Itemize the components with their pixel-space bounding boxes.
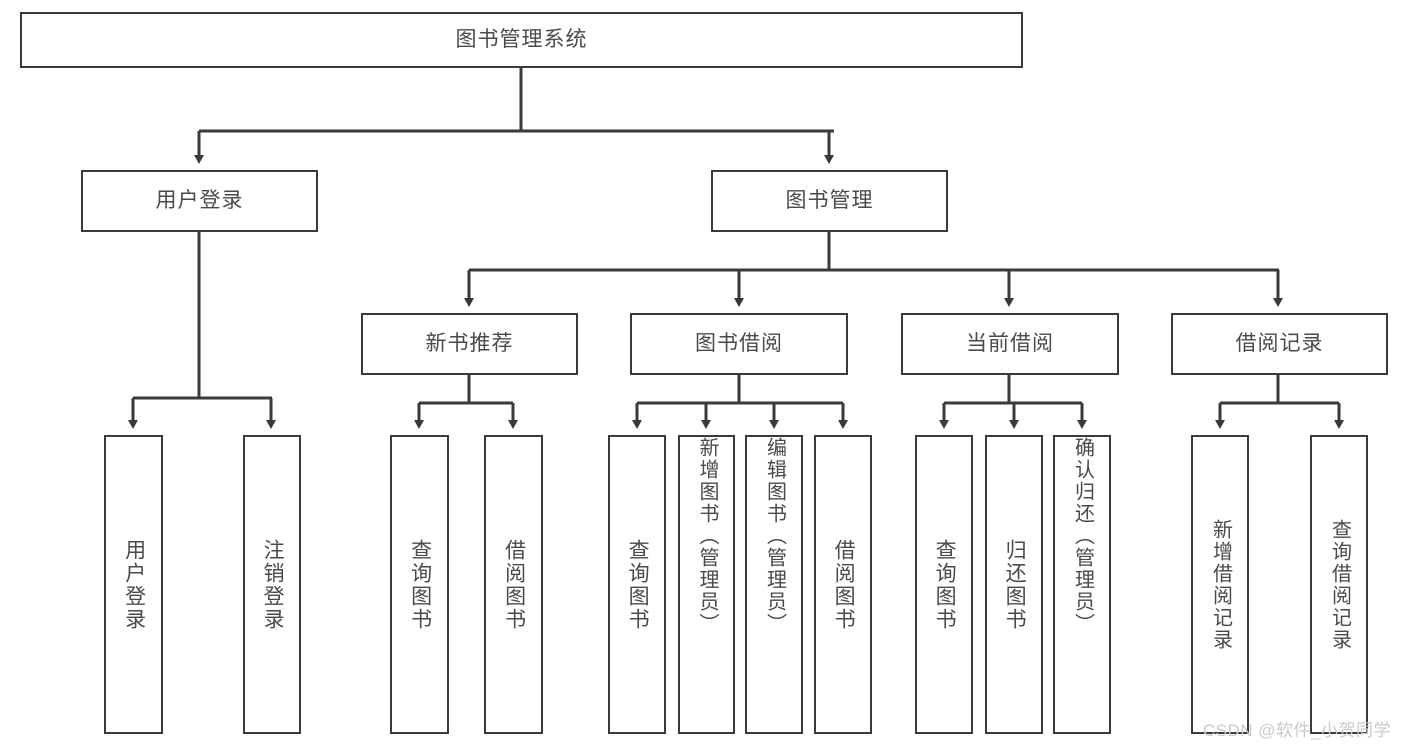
node-new-book-rec-label: 新书推荐 <box>425 331 514 355</box>
node-leaf-rec-query-label: 查询图书 <box>408 538 432 631</box>
node-leaf-cur-confirm-label: 确认归还（管理员） <box>1071 437 1094 635</box>
node-leaf-user-logout[interactable]: 注销登录 <box>243 435 301 734</box>
node-leaf-cur-confirm[interactable]: 确认归还（管理员） <box>1053 435 1111 734</box>
node-leaf-cur-query[interactable]: 查询图书 <box>915 435 973 734</box>
node-book-manage-label: 图书管理 <box>785 188 874 212</box>
node-leaf-cur-return-label: 归还图书 <box>1003 538 1027 631</box>
node-leaf-rec-add-label: 新增借阅记录 <box>1209 518 1232 651</box>
node-leaf-rec-borrow[interactable]: 借阅图书 <box>484 435 543 734</box>
node-leaf-user-login[interactable]: 用户登录 <box>104 435 163 734</box>
node-book-borrow-label: 图书借阅 <box>695 331 783 355</box>
node-leaf-user-login-label: 用户登录 <box>122 538 146 631</box>
node-user-login[interactable]: 用户登录 <box>81 170 318 232</box>
node-borrow-record-label: 借阅记录 <box>1235 331 1324 355</box>
node-current-borrow[interactable]: 当前借阅 <box>901 313 1119 375</box>
node-leaf-borrow-do[interactable]: 借阅图书 <box>814 435 872 734</box>
node-leaf-user-logout-label: 注销登录 <box>261 538 285 631</box>
node-user-login-label: 用户登录 <box>155 188 244 212</box>
node-new-book-rec[interactable]: 新书推荐 <box>361 313 578 375</box>
watermark-text: CSDN @软件_小贺同学 <box>1202 721 1391 740</box>
node-leaf-rec-add[interactable]: 新增借阅记录 <box>1191 435 1249 734</box>
node-root-label: 图书管理系统 <box>455 27 588 51</box>
node-leaf-cur-return[interactable]: 归还图书 <box>985 435 1043 734</box>
node-current-borrow-label: 当前借阅 <box>966 331 1054 355</box>
node-leaf-rec-search-label: 查询借阅记录 <box>1328 518 1351 651</box>
node-leaf-borrow-add[interactable]: 新增图书（管理员） <box>678 435 735 734</box>
node-leaf-borrow-add-label: 新增图书（管理员） <box>696 437 718 635</box>
node-book-manage[interactable]: 图书管理 <box>711 170 948 232</box>
node-leaf-borrow-query-label: 查询图书 <box>626 538 650 631</box>
node-leaf-cur-query-label: 查询图书 <box>933 538 957 631</box>
node-borrow-record[interactable]: 借阅记录 <box>1171 313 1388 375</box>
node-book-borrow[interactable]: 图书借阅 <box>630 313 848 375</box>
node-leaf-borrow-edit-label: 编辑图书（管理员） <box>763 437 786 635</box>
node-leaf-borrow-edit[interactable]: 编辑图书（管理员） <box>745 435 803 734</box>
node-root[interactable]: 图书管理系统 <box>20 12 1023 68</box>
node-leaf-rec-query[interactable]: 查询图书 <box>390 435 449 734</box>
node-leaf-rec-search[interactable]: 查询借阅记录 <box>1310 435 1368 734</box>
node-leaf-rec-borrow-label: 借阅图书 <box>502 538 526 631</box>
node-leaf-borrow-do-label: 借阅图书 <box>832 538 856 631</box>
node-leaf-borrow-query[interactable]: 查询图书 <box>608 435 666 734</box>
